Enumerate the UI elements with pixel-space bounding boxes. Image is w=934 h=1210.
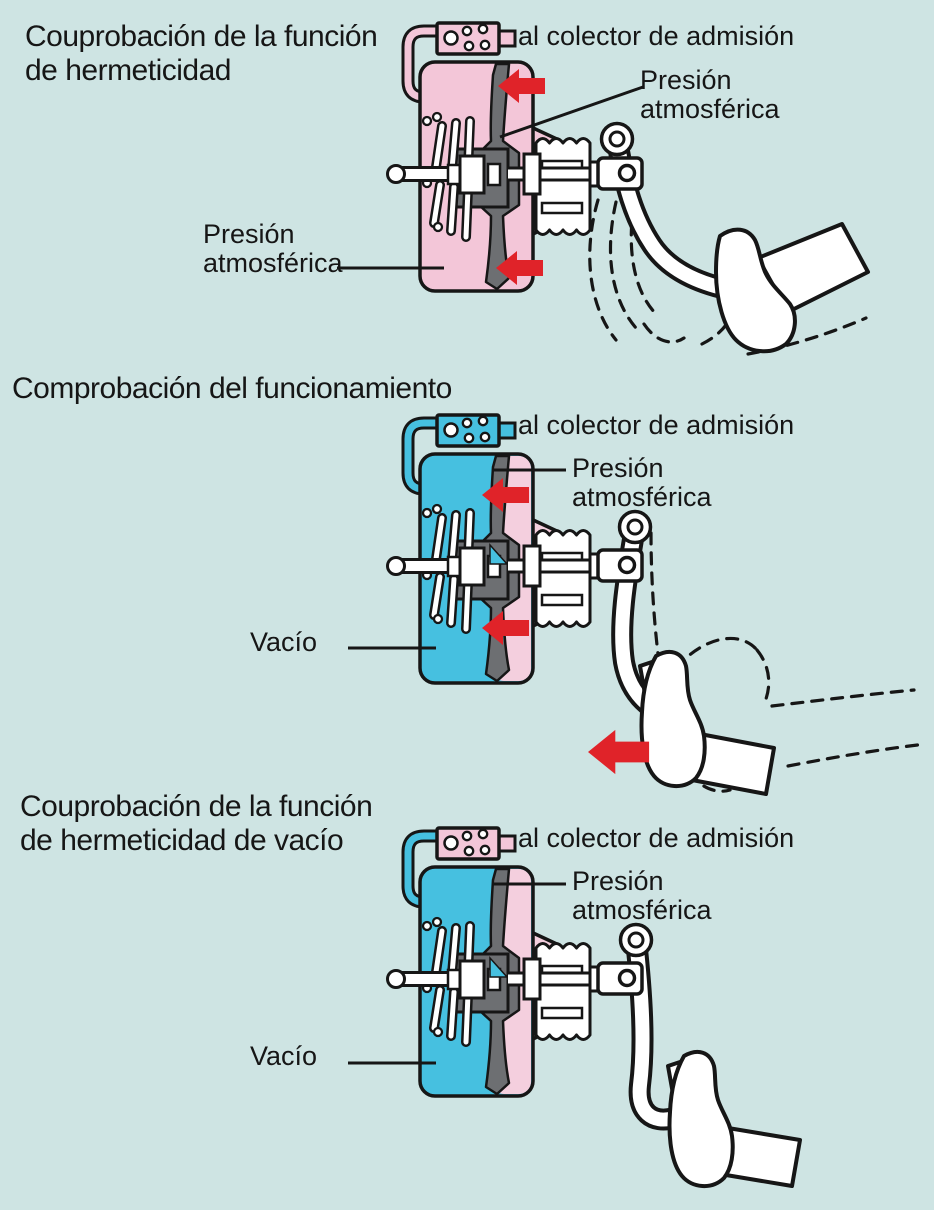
label-atmospheric-pressure-left: Presión atmosférica	[203, 219, 343, 278]
master-cylinder-mount	[534, 137, 592, 236]
clevis	[588, 548, 644, 583]
panel-title-line1: Couprobación de la función	[20, 790, 373, 823]
piston	[458, 154, 486, 195]
output-rod	[386, 163, 464, 186]
panel-title: Couprobación de la función de hermeticid…	[25, 20, 378, 88]
vacuum-hose	[401, 24, 437, 104]
pedal-pivot	[599, 121, 635, 157]
valve-rod	[508, 544, 604, 588]
check-valve	[435, 21, 517, 56]
vacuum-passage	[489, 956, 509, 978]
label-atmospheric-pressure-right: Presión atmosférica	[640, 65, 780, 124]
diagram-operation-check	[348, 413, 928, 796]
label-vacuum: Vacío	[250, 1041, 318, 1071]
master-cylinder-mount	[534, 942, 592, 1041]
check-valve	[435, 413, 517, 448]
panel-title-line1: Couprobación de la función	[25, 20, 378, 53]
pedal-pivot	[618, 922, 654, 958]
label-atmospheric-pressure-right: Presión atmosférica	[572, 453, 712, 512]
clevis	[588, 156, 644, 191]
pedal-travel-dashes	[588, 198, 618, 342]
vacuum-passage	[489, 543, 509, 565]
pedal	[588, 121, 870, 356]
output-rod	[386, 555, 464, 578]
label-manifold: al colector de admisión	[518, 21, 795, 51]
check-valve	[435, 826, 517, 861]
red-arrow	[482, 478, 529, 512]
pedal-travel-dashes	[755, 648, 771, 706]
piston	[458, 546, 486, 587]
piston	[458, 959, 486, 1000]
diagram-hermeticity-check	[337, 21, 870, 356]
output-rod	[386, 968, 464, 991]
valve-rod	[508, 957, 604, 1001]
panel-title-line2: de hermeticidad de vacío	[20, 824, 344, 857]
pedal-travel-dashes	[746, 316, 868, 356]
pedal	[588, 509, 928, 796]
pedal	[588, 922, 802, 1188]
panel-title-line2: de hermeticidad	[25, 54, 231, 87]
valve-rod	[508, 152, 604, 196]
master-cylinder-mount	[534, 529, 592, 628]
red-arrow	[498, 69, 545, 103]
red-arrow	[588, 729, 650, 775]
panel-title: Couprobación de la función de hermeticid…	[20, 790, 373, 858]
clevis	[588, 961, 644, 996]
pedal-travel-dashes	[629, 202, 660, 318]
label-manifold: al colector de admisión	[518, 823, 795, 853]
label-vacuum: Vacío	[250, 627, 318, 657]
pedal-travel-dashes	[608, 200, 638, 330]
red-arrow	[482, 611, 529, 645]
valve-plunger	[486, 162, 502, 187]
label-atmospheric-pressure-right: Presión atmosférica	[572, 866, 712, 925]
foot	[639, 649, 707, 788]
leader-line	[499, 85, 644, 139]
diagram-vacuum-hermeticity-check	[348, 826, 802, 1188]
red-arrow	[496, 251, 543, 285]
pedal-travel-dashes	[770, 688, 916, 708]
foot	[667, 1049, 735, 1188]
vacuum-hose	[401, 416, 437, 496]
panel-title: Comprobación del funcionamiento	[12, 372, 452, 405]
pedal-pivot	[617, 509, 653, 545]
pedal-travel-dashes	[642, 322, 686, 344]
pedal-travel-dashes	[786, 742, 928, 768]
foot	[714, 227, 797, 354]
vacuum-hose	[401, 829, 437, 909]
pedal-travel-dashes	[674, 636, 759, 670]
label-manifold: al colector de admisión	[518, 410, 795, 440]
